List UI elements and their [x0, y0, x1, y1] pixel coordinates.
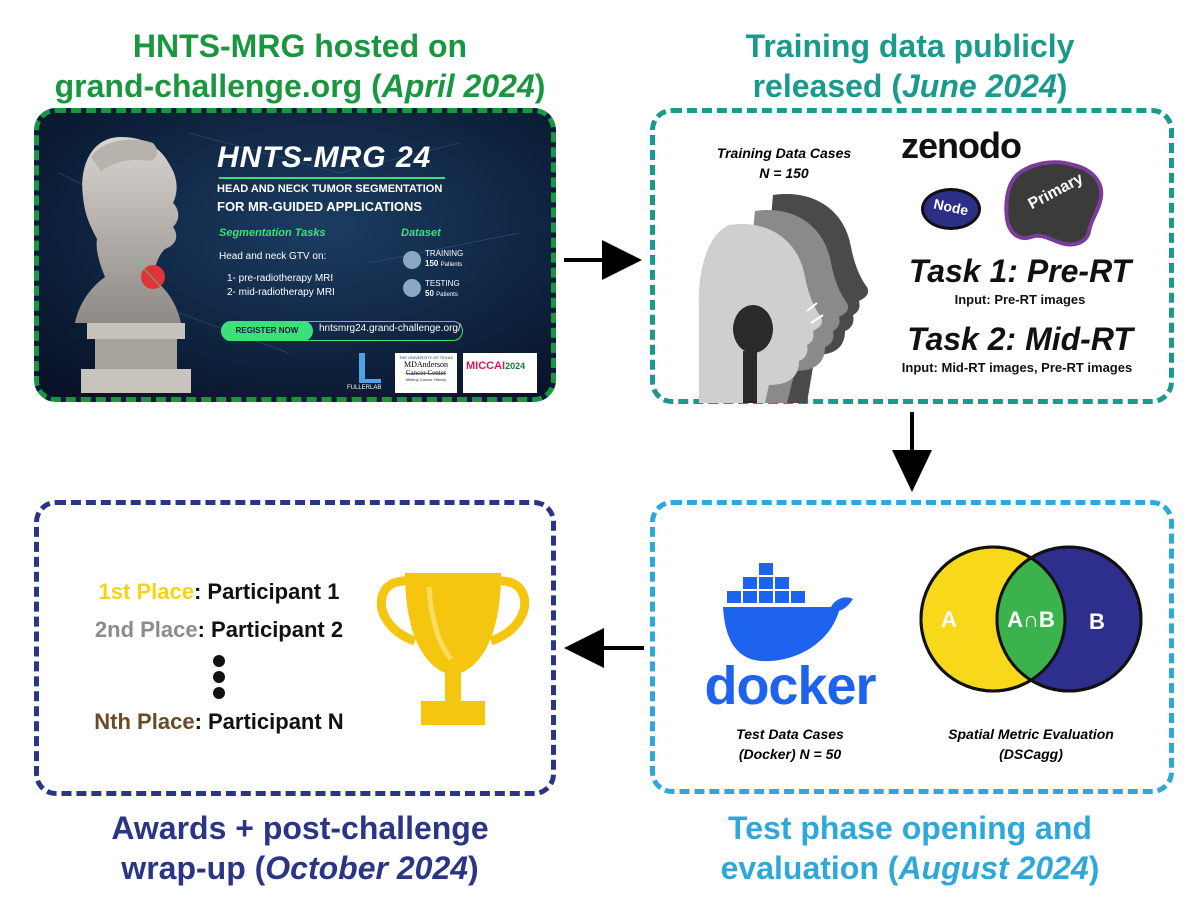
- stage2-title-line1: Training data publicly: [745, 28, 1075, 64]
- venn-diagram: [919, 545, 1143, 693]
- miccai-logo: MICCAI2024: [463, 353, 537, 393]
- banner-title-underline: [219, 177, 445, 179]
- second-place-row: 2nd Place: Participant 2: [39, 617, 399, 643]
- trophy-icon: [376, 573, 530, 725]
- testing-icon: [403, 279, 421, 297]
- nth-place-label: Nth Place: [94, 709, 195, 734]
- stage1-box: HNTS-MRG 24 HEAD AND NECK TUMOR SEGMENTA…: [34, 108, 556, 402]
- stage3-title-line2: evaluation (August 2024): [720, 850, 1100, 886]
- stage4-title-line2: wrap-up (October 2024): [121, 850, 479, 886]
- task2-input: Input: Mid-RT images, Pre-RT images: [901, 360, 1133, 375]
- stage1-title-line2: grand-challenge.org (April 2024): [54, 68, 546, 104]
- mdanderson-logo: THE UNIVERSITY OF TEXAS MDAnderson Cance…: [395, 353, 457, 393]
- fullerlab-logo: FULLERLAB: [347, 353, 387, 397]
- task1-title: Task 1: Pre-RT: [908, 253, 1132, 289]
- head-profiles-image: [698, 194, 869, 403]
- training-label: TRAINING: [425, 249, 464, 258]
- training-cases-n: N = 150: [759, 165, 809, 181]
- gtv-text: Head and neck GTV on:: [219, 251, 327, 262]
- docker-wordmark: docker: [704, 656, 876, 716]
- docker-caption-line2: (Docker) N = 50: [738, 746, 842, 762]
- statue-bust-image: [75, 137, 191, 393]
- second-place-label: 2nd Place: [94, 617, 198, 642]
- first-place-participant: : Participant 1: [193, 579, 340, 604]
- venn-label-ab: A∩B: [1007, 607, 1055, 632]
- task2-text: 2- mid-radiotherapy MRI: [227, 287, 335, 298]
- testing-label: TESTING: [425, 279, 460, 288]
- arrow-down: [892, 412, 932, 492]
- first-place-row: 1st Place: Participant 1: [39, 579, 399, 605]
- node-ellipse: [921, 188, 981, 230]
- stage1-title-line1: HNTS-MRG hosted on: [132, 28, 468, 64]
- docker-caption-line1: Test Data Cases: [736, 726, 844, 742]
- stage1-title: HNTS-MRG hosted on grand-challenge.org (…: [20, 26, 580, 106]
- first-place-label: 1st Place: [98, 579, 194, 604]
- training-cases-label: Training Data Cases: [716, 145, 852, 161]
- metric-caption-line2: (DSCagg): [999, 746, 1063, 762]
- venn-label-b: B: [1089, 609, 1105, 634]
- banner-subtitle-line1: HEAD AND NECK TUMOR SEGMENTATION: [217, 183, 443, 195]
- stage4-box: 1st Place: Participant 1 2nd Place: Part…: [34, 500, 556, 796]
- metric-caption-line1: Spatial Metric Evaluation: [948, 726, 1114, 742]
- testing-count: 50 Patients: [425, 289, 458, 298]
- training-icon: [403, 251, 421, 269]
- stage2-box: Training Data Cases N = 150 zenodo Node …: [650, 108, 1174, 404]
- stage2-title: Training data publicly released (June 20…: [640, 26, 1180, 106]
- stage4-title-line1: Awards + post-challenge: [111, 810, 489, 846]
- stage4-title: Awards + post-challenge wrap-up (October…: [20, 808, 580, 888]
- arrow-right: [564, 240, 642, 280]
- venn-overlap: [997, 547, 1065, 691]
- training-count: 150 Patients: [425, 259, 463, 268]
- stage3-box: docker Test Data Cases (Docker) N = 50 A…: [650, 500, 1174, 794]
- register-url[interactable]: hntsmrg24.grand-challenge.org/: [319, 323, 461, 334]
- task1-input: Input: Pre-RT images: [954, 292, 1086, 307]
- nth-place-participant: : Participant N: [194, 709, 344, 734]
- stage3-title: Test phase opening and evaluation (Augus…: [640, 808, 1180, 888]
- ellipsis-dots: [209, 653, 229, 699]
- nth-place-row: Nth Place: Participant N: [39, 709, 399, 735]
- banner-title: HNTS-MRG 24: [217, 141, 432, 174]
- stage3-title-line1: Test phase opening and: [728, 810, 1092, 846]
- second-place-participant: : Participant 2: [197, 617, 344, 642]
- task1-text: 1- pre-radiotherapy MRI: [227, 273, 334, 284]
- register-button[interactable]: REGISTER NOW: [221, 321, 313, 341]
- stage2-title-line2: released (June 2024): [752, 68, 1068, 104]
- seg-tasks-header: Segmentation Tasks: [219, 227, 326, 239]
- dataset-header: Dataset: [401, 227, 441, 239]
- zenodo-logo: zenodo: [901, 125, 1022, 166]
- primary-blob: [1004, 160, 1104, 247]
- banner-subtitle-line2: FOR MR-GUIDED APPLICATIONS: [217, 199, 423, 214]
- arrow-left: [564, 628, 644, 668]
- venn-label-a: A: [941, 607, 957, 632]
- docker-whale-icon: [723, 563, 853, 662]
- task2-title: Task 2: Mid-RT: [907, 321, 1133, 357]
